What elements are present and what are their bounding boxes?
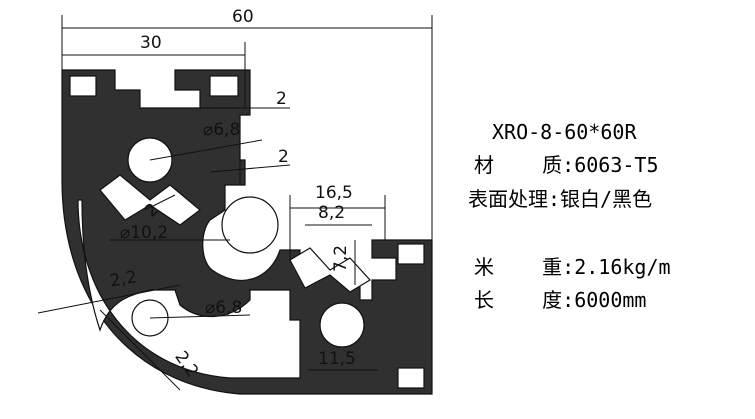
profile-body: [61, 69, 433, 395]
slot-top-right: [209, 75, 239, 97]
slot-top-left: [69, 75, 97, 97]
spec-length: 长 度:6000mm: [474, 288, 647, 312]
dim-center-hole: ⌀10,2: [120, 223, 168, 243]
dim-slot-depth: 7,2: [331, 245, 351, 272]
dim-slot-inner: 8,2: [318, 203, 345, 223]
slot-right-bottom: [397, 367, 425, 389]
spec-material: 材 质:6063-T5: [474, 153, 659, 177]
dim-wall-mid: 2: [278, 147, 289, 167]
dim-hole-top: ⌀6,8: [203, 120, 240, 140]
dimension-lines: [37, 15, 433, 391]
dim-half-width: 30: [140, 33, 162, 53]
dim-slot-bottom: 11,5: [318, 349, 356, 369]
dim-wall-top: 2: [276, 89, 287, 109]
spec-model: XRO-8-60*60R: [492, 120, 637, 144]
hole-center: [221, 196, 279, 254]
spec-finish: 表面处理:银白/黑色: [468, 187, 653, 211]
dim-slot-outer: 16,5: [315, 183, 353, 203]
dim-overall-width: 60: [232, 7, 254, 27]
web-cutout-upper: [99, 174, 201, 226]
inner-cavity: [77, 199, 301, 379]
dim-hole-side: ⌀6,8: [205, 298, 242, 318]
slot-right-top: [397, 243, 425, 265]
web-cutout-lower: [289, 247, 371, 293]
hole-bottom: [319, 302, 365, 348]
spec-weight: 米 重:2.16kg/m: [474, 255, 671, 279]
dim-corner-wall: 2,2: [108, 267, 138, 291]
